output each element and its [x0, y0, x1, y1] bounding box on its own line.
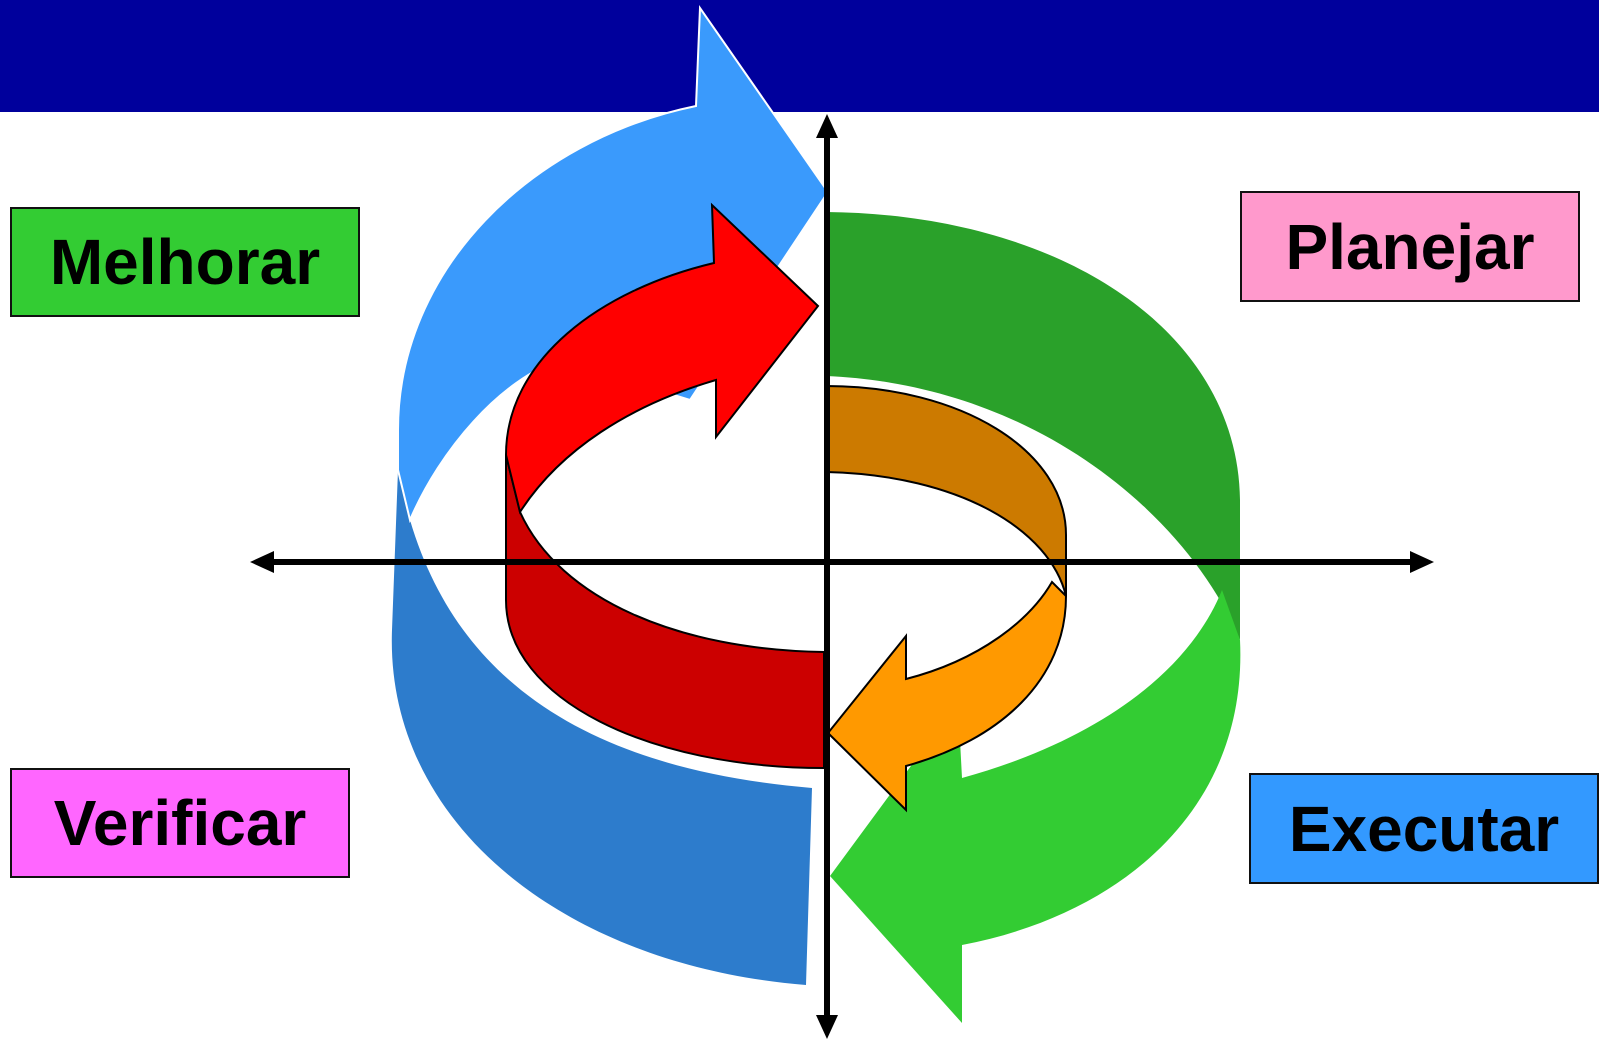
label-verificar: Verificar	[10, 768, 350, 878]
header-bar	[0, 0, 1599, 112]
outer-green-arrow-upper-band	[826, 212, 1240, 640]
inner-orange-arrow-upper-band	[825, 384, 1067, 597]
label-executar: Executar	[1249, 773, 1599, 884]
outer-green-arrow-lower-band	[830, 590, 1241, 1023]
vertical-axis-bottom-arrowhead-icon	[816, 1015, 838, 1039]
outer-blue-arrow-upper-band	[397, 4, 830, 524]
label-melhorar: Melhorar	[10, 207, 360, 317]
inner-orange-arrow-lower-band	[826, 580, 1068, 813]
horizontal-axis-right-arrowhead-icon	[1410, 551, 1434, 573]
horizontal-axis-left-arrowhead-icon	[250, 551, 274, 573]
vertical-axis-top-arrowhead-icon	[816, 114, 838, 138]
outer-blue-arrow-lower-band	[391, 470, 812, 985]
inner-red-arrow-upper-band	[504, 202, 820, 515]
label-planejar: Planejar	[1240, 191, 1580, 302]
